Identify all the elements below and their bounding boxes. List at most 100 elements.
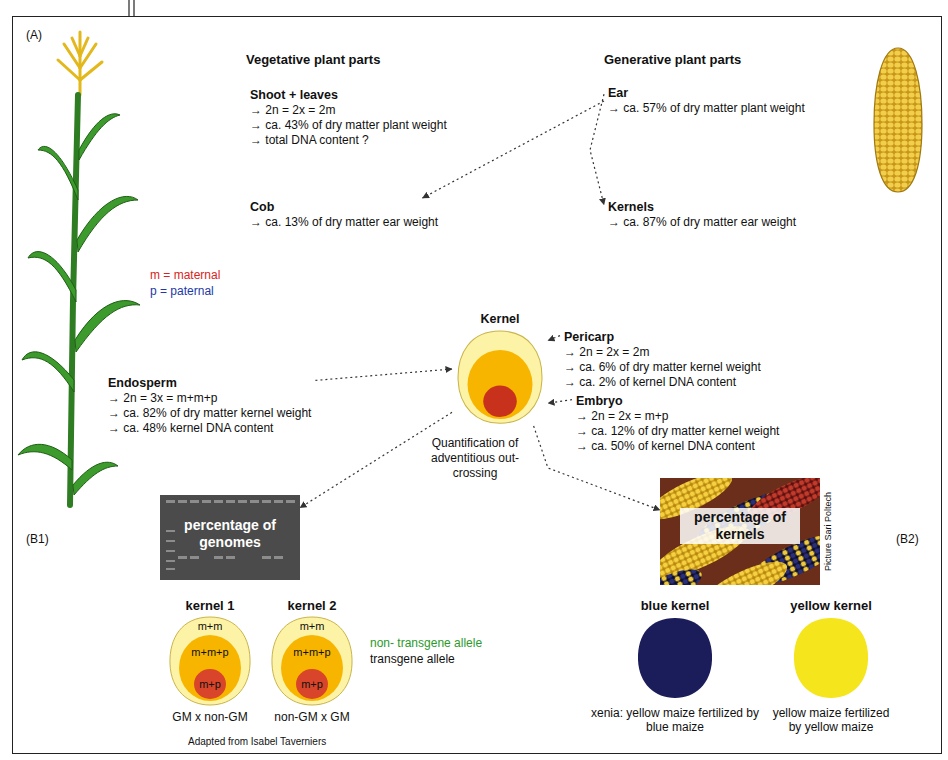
kernel-section bbox=[458, 331, 542, 423]
node-text: → ca. 57% of dry matter plant weight bbox=[608, 101, 805, 116]
label-text: non- transgene allele bbox=[370, 636, 482, 651]
node-heading: percentage of genomes bbox=[168, 517, 292, 551]
label-text: transgene allele bbox=[370, 652, 455, 667]
maize-plant bbox=[28, 252, 76, 302]
info-block: Kernels→ ca. 87% of dry matter ear weigh… bbox=[604, 198, 800, 232]
blue-kernel-shape bbox=[638, 618, 712, 698]
node-heading: Ear bbox=[608, 86, 805, 101]
frame-notch bbox=[128, 0, 129, 16]
node-text: → ca. 87% of dry matter ear weight bbox=[608, 215, 796, 230]
label-text: Vegetative plant parts bbox=[246, 52, 380, 67]
kernel-section bbox=[468, 350, 533, 419]
maize-plant bbox=[80, 62, 102, 80]
gel-picture bbox=[274, 500, 283, 503]
maize-plant bbox=[22, 352, 74, 392]
maize-plant bbox=[18, 444, 72, 470]
photo-panel: percentage of kernels Picture Sari Poltec… bbox=[660, 478, 836, 585]
node-text: m+m+p bbox=[262, 645, 362, 660]
node-text: → 2n = 2x = 2m bbox=[250, 103, 447, 118]
gel-picture bbox=[262, 500, 271, 503]
yellow-kernel-shape bbox=[794, 618, 868, 698]
node-text: yellow maize fertilized by yellow maize bbox=[766, 706, 896, 734]
kernel-colour: yellow kernel yellow maize fertilized by … bbox=[766, 598, 896, 738]
label-text: Generative plant parts bbox=[604, 52, 741, 67]
node-heading: kernel 2 bbox=[262, 598, 362, 613]
node-text: → ca. 82% of dry matter kernel weight bbox=[108, 406, 311, 421]
maize-plant bbox=[73, 462, 118, 495]
label-text: Quantification of adventitious out-cross… bbox=[423, 436, 527, 481]
maize-ear bbox=[874, 48, 922, 192]
maize-photo bbox=[660, 478, 820, 585]
kernel-scheme: kernel 2 m+m m+m+p m+p non-GM x GM bbox=[262, 598, 362, 728]
gel-picture bbox=[178, 500, 187, 503]
node-text: → ca. 48% kernel DNA content bbox=[108, 421, 311, 436]
gel-picture bbox=[166, 540, 175, 542]
gel-picture bbox=[166, 568, 175, 570]
gel-picture bbox=[166, 500, 295, 570]
label-text: p = paternal bbox=[150, 284, 214, 299]
node-heading: Kernels bbox=[608, 200, 796, 215]
maize-photo bbox=[660, 561, 707, 585]
blue-kernel-shape bbox=[638, 618, 712, 698]
kernel-scheme: kernel 1m+mm+m+pm+pGM x non-GM bbox=[160, 598, 260, 728]
node-heading: percentage of kernels bbox=[680, 508, 800, 544]
label-text: m = maternal bbox=[150, 268, 220, 283]
gel-picture bbox=[166, 550, 175, 552]
node-heading: Embryo bbox=[576, 394, 779, 409]
node-text: Picture Sari Poltech bbox=[823, 478, 834, 585]
dotted-arrow bbox=[315, 369, 452, 380]
label-text: (A) bbox=[26, 28, 42, 43]
maize-plant bbox=[18, 114, 140, 495]
gel-image: percentage of genomes bbox=[160, 495, 300, 580]
node-text: → ca. 6% of dry matter kernel weight bbox=[564, 360, 761, 375]
dotted-arrow bbox=[534, 426, 660, 510]
gel-picture bbox=[166, 500, 175, 503]
maize-plant bbox=[70, 95, 78, 505]
node-text: m+m bbox=[262, 619, 362, 634]
node-heading: blue kernel bbox=[590, 598, 760, 613]
node-text: → 2n = 2x = m+p bbox=[576, 409, 779, 424]
label-text: (B1) bbox=[26, 532, 49, 547]
maize-plant bbox=[58, 32, 102, 95]
gel-picture bbox=[160, 495, 300, 580]
gel-picture bbox=[262, 556, 271, 559]
node-text: → ca. 13% of dry matter ear weight bbox=[250, 215, 438, 230]
node-text: m+p bbox=[262, 677, 362, 692]
maize-photo bbox=[697, 553, 792, 585]
node-heading: Pericarp bbox=[564, 330, 761, 345]
gel-picture bbox=[160, 495, 300, 580]
gel-picture bbox=[238, 500, 247, 503]
info-block: Shoot + leaves→ 2n = 2x = 2m→ ca. 43% of… bbox=[246, 86, 451, 150]
node-text: m+m bbox=[160, 619, 260, 634]
maize-plant bbox=[58, 60, 80, 80]
node-text: xenia: yellow maize fertilized by blue m… bbox=[590, 706, 760, 734]
node-heading: kernel 1 bbox=[160, 598, 260, 613]
node-heading: Kernel bbox=[452, 312, 548, 327]
frame-notch bbox=[133, 0, 134, 16]
gel-picture bbox=[178, 556, 187, 559]
dotted-arrow bbox=[590, 94, 604, 205]
maize-plant bbox=[80, 38, 88, 56]
maize-plant bbox=[77, 196, 138, 252]
dotted-arrow bbox=[422, 101, 604, 198]
gel-picture bbox=[250, 500, 259, 503]
node-text: m+m+p bbox=[160, 645, 260, 660]
maize-plant bbox=[75, 301, 140, 352]
info-block: Endosperm→ 2n = 3x = m+m+p→ ca. 82% of d… bbox=[104, 374, 315, 438]
maize-plant bbox=[79, 114, 120, 160]
kernel-section bbox=[458, 331, 542, 423]
gel-picture bbox=[190, 500, 199, 503]
gel-picture bbox=[202, 500, 211, 503]
gel-picture bbox=[214, 556, 223, 559]
node-text: → ca. 50% of kernel DNA content bbox=[576, 439, 779, 454]
maize-plant bbox=[72, 38, 80, 56]
dotted-arrow bbox=[300, 412, 452, 507]
info-block: Pericarp→ 2n = 2x = 2m→ ca. 6% of dry ma… bbox=[560, 328, 765, 392]
node-text: → 2n = 3x = m+m+p bbox=[108, 391, 311, 406]
label-text: Adapted from Isabel Taverniers bbox=[188, 736, 326, 748]
node-text: → total DNA content ? bbox=[250, 133, 447, 148]
node-text: non-GM x GM bbox=[262, 710, 362, 725]
node-heading: yellow kernel bbox=[766, 598, 896, 613]
node-text: → ca. 43% of dry matter plant weight bbox=[250, 118, 447, 133]
gel-picture bbox=[214, 500, 223, 503]
